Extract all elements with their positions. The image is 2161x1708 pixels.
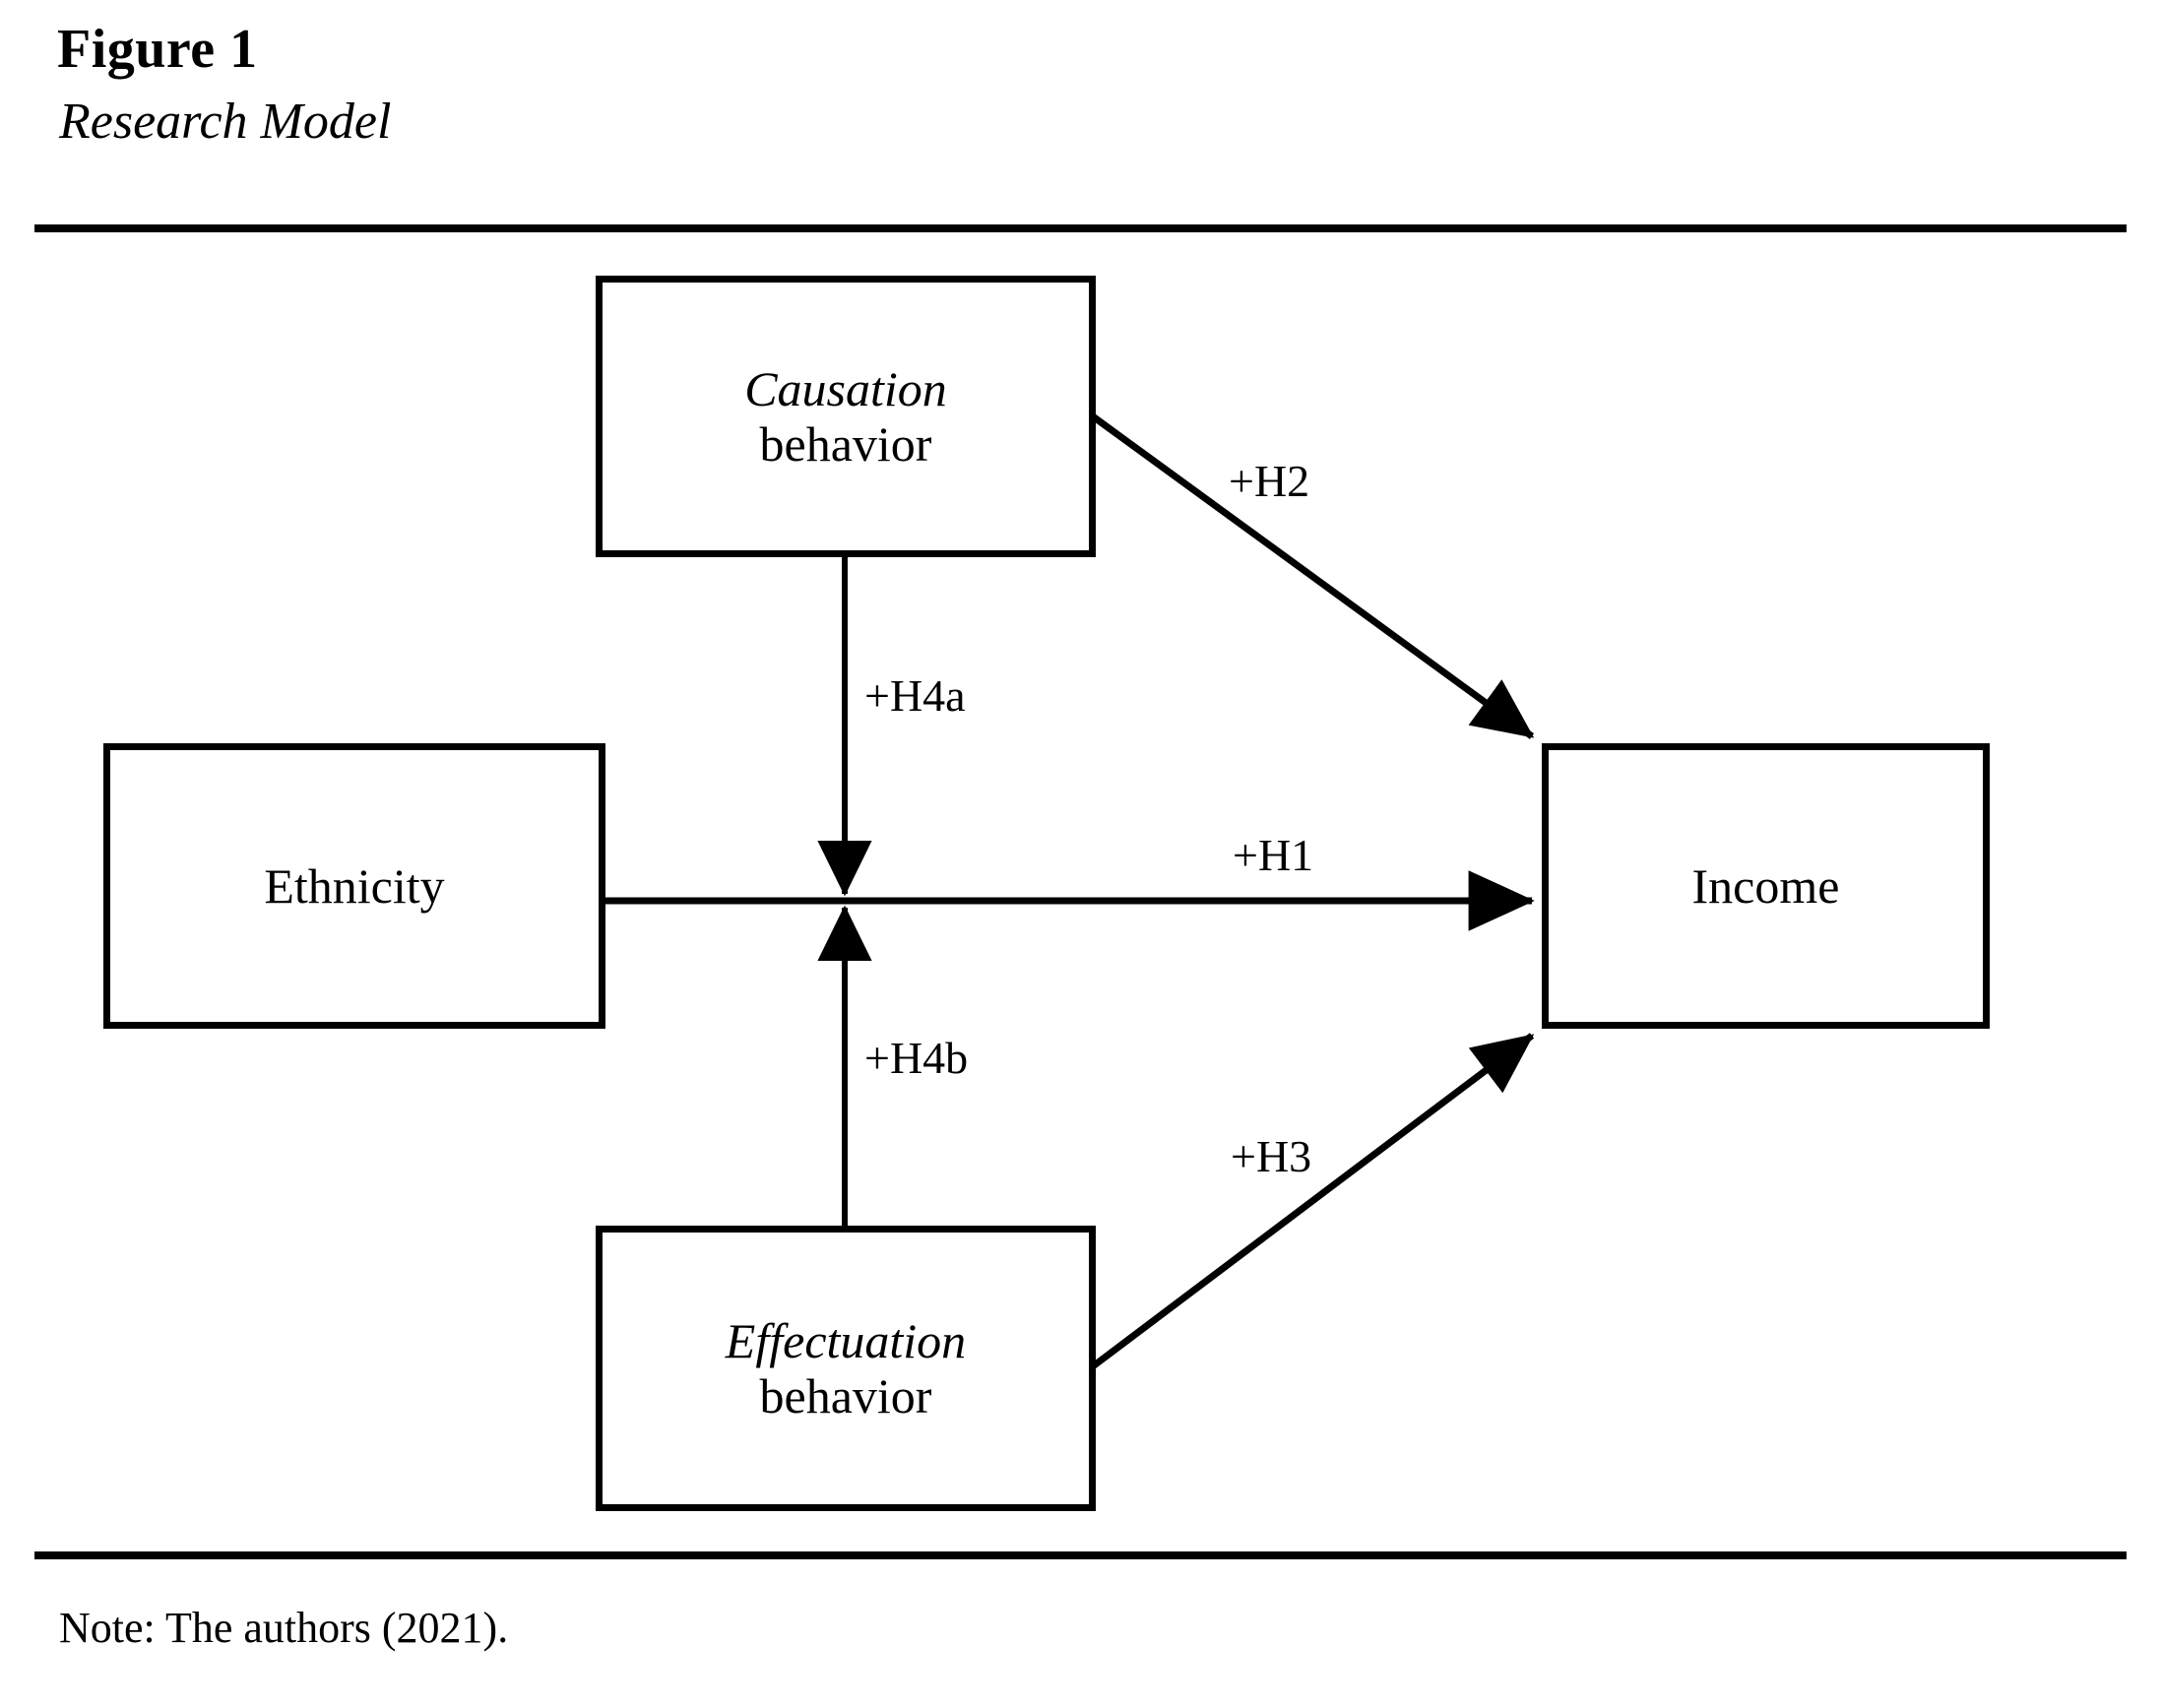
node-causation-behavior[interactable]: Causation behavior	[596, 276, 1096, 557]
figure-note: Note: The authors (2021).	[59, 1604, 509, 1652]
node-effectuation-line2: behavior	[759, 1368, 932, 1423]
figure-caption: Research Model	[59, 94, 392, 150]
edge-h3-line	[1090, 1033, 1535, 1369]
edge-h2-line	[1090, 413, 1535, 739]
node-effectuation-line1: Effectuation	[725, 1313, 967, 1368]
node-ethnicity-line1: Ethnicity	[264, 858, 445, 914]
node-causation-line1: Causation	[744, 361, 947, 416]
edge-label-h2: +H2	[1229, 456, 1310, 506]
edge-label-h4b: +H4b	[864, 1033, 969, 1083]
edge-label-h1: +H1	[1233, 830, 1314, 880]
node-causation-line2: behavior	[759, 416, 932, 472]
node-ethnicity[interactable]: Ethnicity	[103, 743, 605, 1029]
figure-label: Figure 1	[57, 19, 258, 80]
node-income-line1: Income	[1691, 858, 1840, 914]
edge-label-h3: +H3	[1231, 1131, 1312, 1181]
top-divider-rule	[34, 224, 2127, 232]
edge-label-h4a: +H4a	[864, 670, 966, 721]
node-effectuation-behavior[interactable]: Effectuation behavior	[596, 1226, 1096, 1511]
bottom-divider-rule	[34, 1551, 2127, 1559]
node-income[interactable]: Income	[1542, 743, 1990, 1029]
